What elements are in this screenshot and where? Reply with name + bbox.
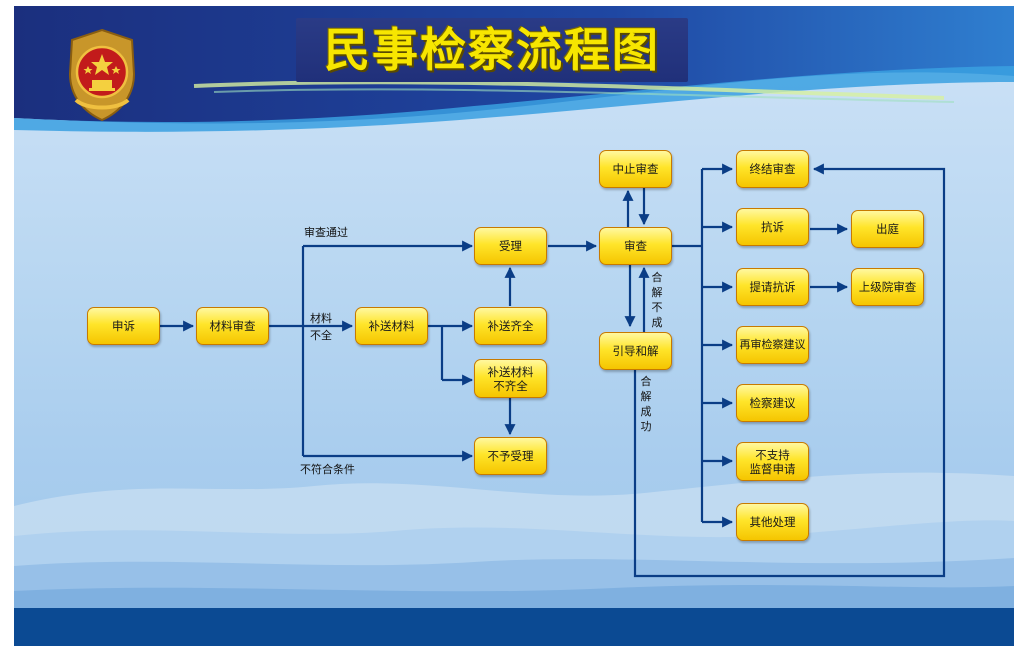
node-tiqing-kangsu: 提请抗诉: [736, 268, 809, 306]
node-yindao-hejie: 引导和解: [599, 332, 672, 370]
label-cailiao: 材料: [310, 312, 332, 325]
label-hejie-chenggong: 合解成功: [640, 375, 652, 433]
node-kangsu: 抗诉: [736, 208, 809, 246]
node-shouli: 受理: [474, 227, 547, 265]
page-title: 民事检察流程图: [324, 23, 660, 77]
node-jiancha-jianyi: 检察建议: [736, 384, 809, 422]
label-hejie-bucheng: 合解不成: [651, 271, 663, 329]
node-zaishen-jiancha-jianyi: 再审检察建议: [736, 326, 809, 364]
procuratorate-emblem-icon: [68, 28, 136, 122]
title-panel: 民事检察流程图: [296, 18, 688, 82]
node-zhongzhi-shencha: 中止审查: [599, 150, 672, 188]
node-buzhichi: 不支持 监督申请: [736, 442, 809, 481]
node-shencha: 审查: [599, 227, 672, 265]
flowchart-board: 民事检察流程图: [14, 6, 1014, 646]
edge-hejie-success-loop: [633, 163, 946, 578]
label-buquan: 不全: [310, 329, 332, 342]
label-shencha-tongguo: 审查通过: [304, 226, 348, 239]
flow-connectors: [160, 163, 946, 578]
node-busong-buqiquan: 补送材料 不齐全: [474, 359, 547, 398]
node-cailiao-shencha: 材料审查: [196, 307, 269, 345]
node-buyu-shouli: 不予受理: [474, 437, 547, 475]
node-zhongjie-shencha: 终结审查: [736, 150, 809, 188]
node-busong-cailiao: 补送材料: [355, 307, 428, 345]
node-qita-chuli: 其他处理: [736, 503, 809, 541]
label-bufuhe: 不符合条件: [300, 463, 355, 476]
node-busong-qiquan: 补送齐全: [474, 307, 547, 345]
node-shangjiyuan-shencha: 上级院审查: [851, 268, 924, 306]
node-chuting: 出庭: [851, 210, 924, 248]
footer-band: [14, 608, 1014, 646]
node-shensu: 申诉: [87, 307, 160, 345]
